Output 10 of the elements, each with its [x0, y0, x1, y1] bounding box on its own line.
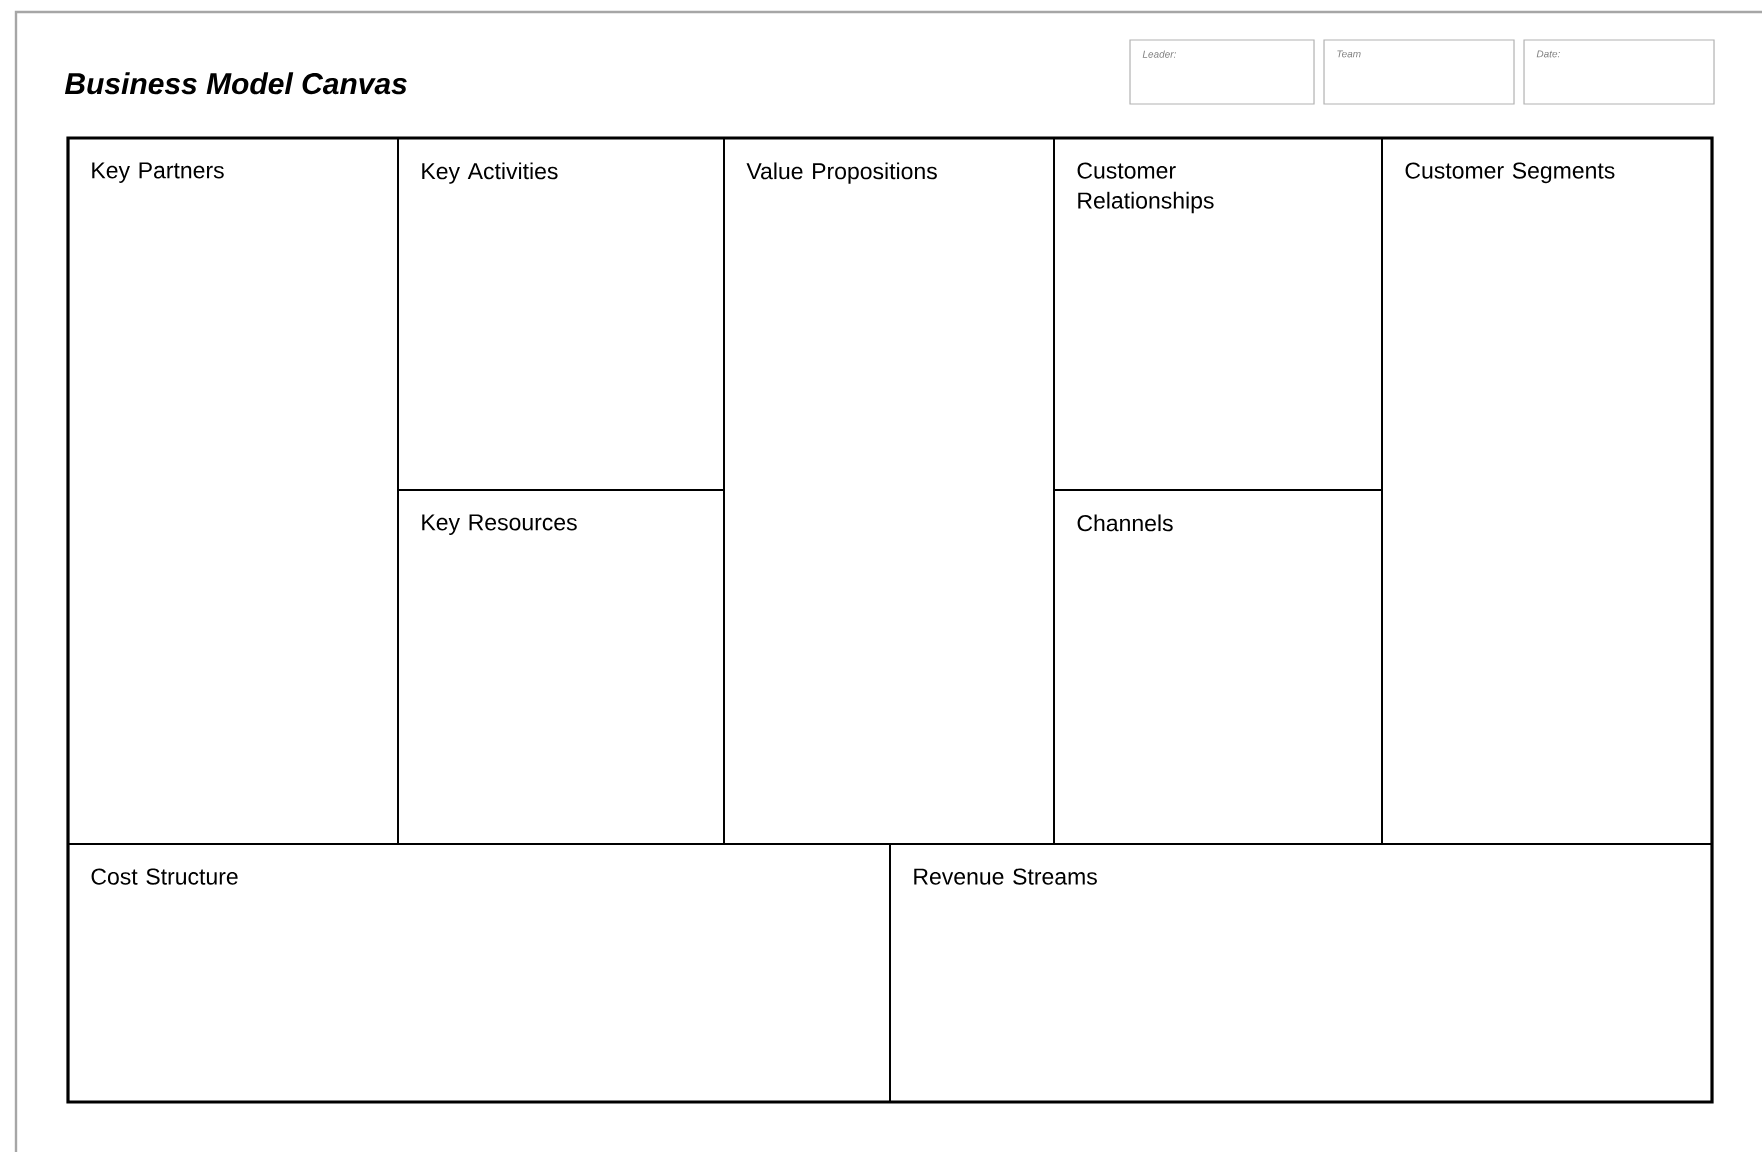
title: Business Model Canvas	[64, 72, 407, 95]
canvas-cell: Channels	[1053, 489, 1383, 845]
canvas-cell: Cost Structure	[67, 843, 891, 1103]
canvas-cell: Key Partners	[67, 137, 399, 845]
canvas-cell: Value Propositions	[723, 137, 1055, 845]
canvas-cell: Revenue Streams	[889, 843, 1713, 1103]
canvas-cell: Customer Relationships	[1053, 137, 1383, 491]
canvas-cell: Customer Segments	[1381, 137, 1713, 845]
canvas-cell: Key Resources	[397, 489, 725, 845]
canvas-cell: Key Activities	[397, 137, 725, 491]
